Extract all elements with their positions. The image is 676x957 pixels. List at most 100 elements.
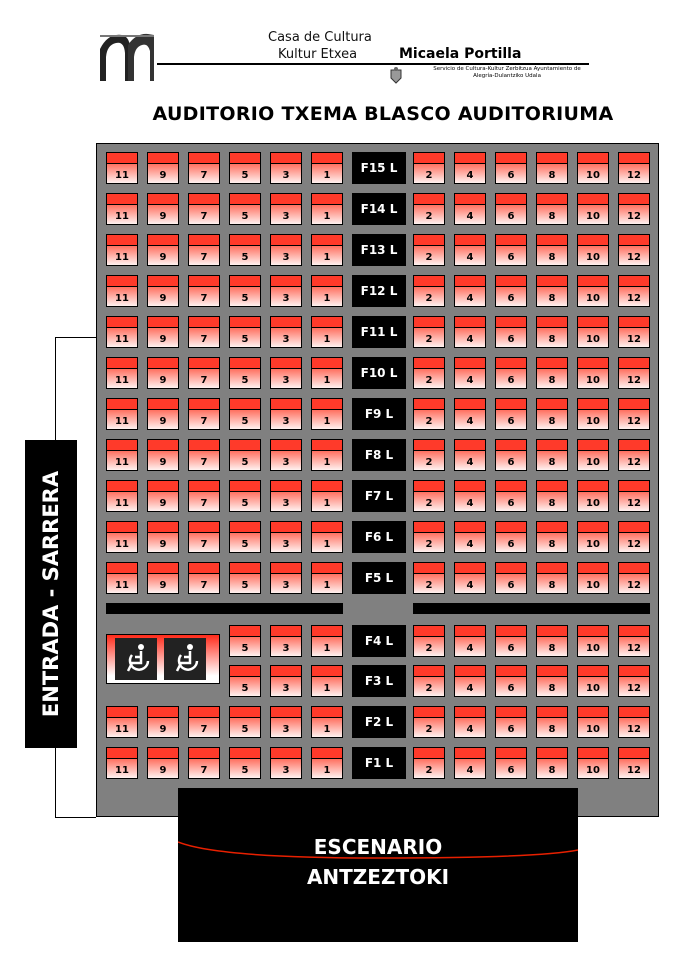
seat-f14l-11[interactable]: 11 [106, 193, 138, 225]
seat-f11l-5[interactable]: 5 [229, 316, 261, 348]
seat-f4l-8[interactable]: 8 [536, 625, 568, 657]
seat-f14l-12[interactable]: 12 [618, 193, 650, 225]
seat-f5l-9[interactable]: 9 [147, 562, 179, 594]
seat-f11l-10[interactable]: 10 [577, 316, 609, 348]
seat-f2l-5[interactable]: 5 [229, 706, 261, 738]
seat-f5l-5[interactable]: 5 [229, 562, 261, 594]
seat-f11l-11[interactable]: 11 [106, 316, 138, 348]
seat-f12l-11[interactable]: 11 [106, 275, 138, 307]
seat-f12l-5[interactable]: 5 [229, 275, 261, 307]
seat-f7l-7[interactable]: 7 [188, 480, 220, 512]
seat-f11l-9[interactable]: 9 [147, 316, 179, 348]
seat-f14l-3[interactable]: 3 [270, 193, 302, 225]
seat-f2l-3[interactable]: 3 [270, 706, 302, 738]
seat-f7l-9[interactable]: 9 [147, 480, 179, 512]
seat-f9l-1[interactable]: 1 [311, 398, 343, 430]
seat-f8l-4[interactable]: 4 [454, 439, 486, 471]
seat-f8l-8[interactable]: 8 [536, 439, 568, 471]
seat-f6l-4[interactable]: 4 [454, 521, 486, 553]
seat-f5l-1[interactable]: 1 [311, 562, 343, 594]
seat-f15l-4[interactable]: 4 [454, 152, 486, 184]
seat-f4l-1[interactable]: 1 [311, 625, 343, 657]
seat-f3l-3[interactable]: 3 [270, 665, 302, 697]
seat-f6l-7[interactable]: 7 [188, 521, 220, 553]
seat-f15l-10[interactable]: 10 [577, 152, 609, 184]
seat-f4l-4[interactable]: 4 [454, 625, 486, 657]
seat-f6l-5[interactable]: 5 [229, 521, 261, 553]
seat-f4l-10[interactable]: 10 [577, 625, 609, 657]
seat-f11l-12[interactable]: 12 [618, 316, 650, 348]
seat-f1l-2[interactable]: 2 [413, 747, 445, 779]
seat-f5l-2[interactable]: 2 [413, 562, 445, 594]
seat-f1l-4[interactable]: 4 [454, 747, 486, 779]
seat-f5l-7[interactable]: 7 [188, 562, 220, 594]
seat-f15l-12[interactable]: 12 [618, 152, 650, 184]
seat-f8l-3[interactable]: 3 [270, 439, 302, 471]
seat-f11l-7[interactable]: 7 [188, 316, 220, 348]
seat-f3l-8[interactable]: 8 [536, 665, 568, 697]
seat-f6l-12[interactable]: 12 [618, 521, 650, 553]
seat-f8l-7[interactable]: 7 [188, 439, 220, 471]
seat-f7l-11[interactable]: 11 [106, 480, 138, 512]
seat-f1l-6[interactable]: 6 [495, 747, 527, 779]
seat-f8l-6[interactable]: 6 [495, 439, 527, 471]
seat-f4l-3[interactable]: 3 [270, 625, 302, 657]
seat-f13l-3[interactable]: 3 [270, 234, 302, 266]
seat-f1l-9[interactable]: 9 [147, 747, 179, 779]
seat-f8l-1[interactable]: 1 [311, 439, 343, 471]
seat-f10l-5[interactable]: 5 [229, 357, 261, 389]
seat-f5l-11[interactable]: 11 [106, 562, 138, 594]
seat-f13l-5[interactable]: 5 [229, 234, 261, 266]
seat-f8l-9[interactable]: 9 [147, 439, 179, 471]
seat-f9l-6[interactable]: 6 [495, 398, 527, 430]
seat-f15l-6[interactable]: 6 [495, 152, 527, 184]
seat-f10l-8[interactable]: 8 [536, 357, 568, 389]
seat-f9l-2[interactable]: 2 [413, 398, 445, 430]
seat-f15l-8[interactable]: 8 [536, 152, 568, 184]
seat-f13l-11[interactable]: 11 [106, 234, 138, 266]
seat-f9l-10[interactable]: 10 [577, 398, 609, 430]
seat-f5l-10[interactable]: 10 [577, 562, 609, 594]
seat-f9l-8[interactable]: 8 [536, 398, 568, 430]
seat-f8l-12[interactable]: 12 [618, 439, 650, 471]
seat-f12l-3[interactable]: 3 [270, 275, 302, 307]
seat-f3l-2[interactable]: 2 [413, 665, 445, 697]
seat-f9l-5[interactable]: 5 [229, 398, 261, 430]
seat-f13l-7[interactable]: 7 [188, 234, 220, 266]
seat-f11l-4[interactable]: 4 [454, 316, 486, 348]
seat-f11l-3[interactable]: 3 [270, 316, 302, 348]
seat-f13l-9[interactable]: 9 [147, 234, 179, 266]
seat-f13l-8[interactable]: 8 [536, 234, 568, 266]
seat-f10l-11[interactable]: 11 [106, 357, 138, 389]
seat-f15l-2[interactable]: 2 [413, 152, 445, 184]
seat-f7l-1[interactable]: 1 [311, 480, 343, 512]
seat-f2l-8[interactable]: 8 [536, 706, 568, 738]
seat-f9l-12[interactable]: 12 [618, 398, 650, 430]
seat-f9l-7[interactable]: 7 [188, 398, 220, 430]
seat-f14l-6[interactable]: 6 [495, 193, 527, 225]
seat-f12l-12[interactable]: 12 [618, 275, 650, 307]
seat-f4l-2[interactable]: 2 [413, 625, 445, 657]
seat-f6l-2[interactable]: 2 [413, 521, 445, 553]
seat-f6l-9[interactable]: 9 [147, 521, 179, 553]
seat-f12l-2[interactable]: 2 [413, 275, 445, 307]
seat-f11l-2[interactable]: 2 [413, 316, 445, 348]
seat-f3l-4[interactable]: 4 [454, 665, 486, 697]
seat-f7l-6[interactable]: 6 [495, 480, 527, 512]
seat-f13l-1[interactable]: 1 [311, 234, 343, 266]
seat-f8l-5[interactable]: 5 [229, 439, 261, 471]
seat-f2l-12[interactable]: 12 [618, 706, 650, 738]
seat-f8l-10[interactable]: 10 [577, 439, 609, 471]
seat-f4l-6[interactable]: 6 [495, 625, 527, 657]
seat-f15l-9[interactable]: 9 [147, 152, 179, 184]
seat-f7l-3[interactable]: 3 [270, 480, 302, 512]
seat-f2l-9[interactable]: 9 [147, 706, 179, 738]
seat-f13l-6[interactable]: 6 [495, 234, 527, 266]
seat-f6l-11[interactable]: 11 [106, 521, 138, 553]
seat-f6l-10[interactable]: 10 [577, 521, 609, 553]
seat-f13l-2[interactable]: 2 [413, 234, 445, 266]
seat-f1l-1[interactable]: 1 [311, 747, 343, 779]
seat-f14l-8[interactable]: 8 [536, 193, 568, 225]
seat-f12l-8[interactable]: 8 [536, 275, 568, 307]
seat-f7l-5[interactable]: 5 [229, 480, 261, 512]
